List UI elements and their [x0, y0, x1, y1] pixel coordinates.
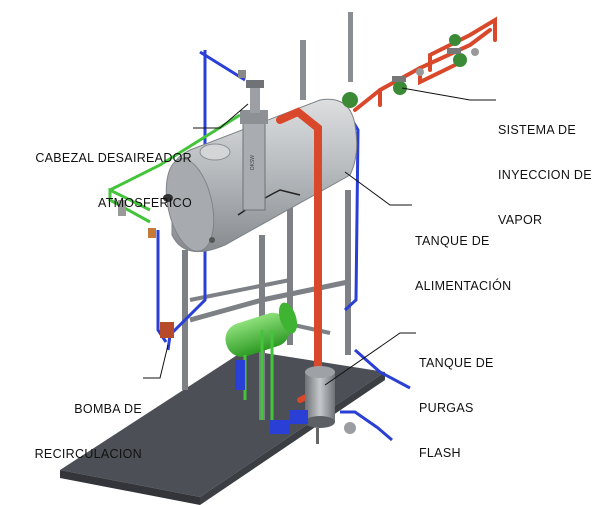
leader-lines	[143, 87, 496, 386]
vent-stack	[300, 12, 353, 100]
deaerator-head: DKSW	[240, 80, 268, 211]
svg-text:DKSW: DKSW	[250, 155, 256, 170]
instruments-left	[118, 70, 246, 238]
label-tanque-alimentacion: TANQUE DE ALIMENTACIÓN	[415, 234, 512, 293]
steam-valves	[342, 34, 479, 108]
pumps	[160, 322, 356, 434]
label-bomba-recirculacion: BOMBA DE RECIRCULACION	[34, 402, 142, 461]
label-tanque-purgas: TANQUE DE PURGAS FLASH	[419, 356, 494, 460]
label-cabezal-desaireador: CABEZAL DESAIREADOR ATMOSFERICO	[35, 151, 192, 210]
base-platform	[60, 350, 385, 505]
label-sistema-inyeccion: SISTEMA DE INYECCION DE VAPOR	[498, 123, 592, 227]
flash-tank	[305, 366, 335, 444]
